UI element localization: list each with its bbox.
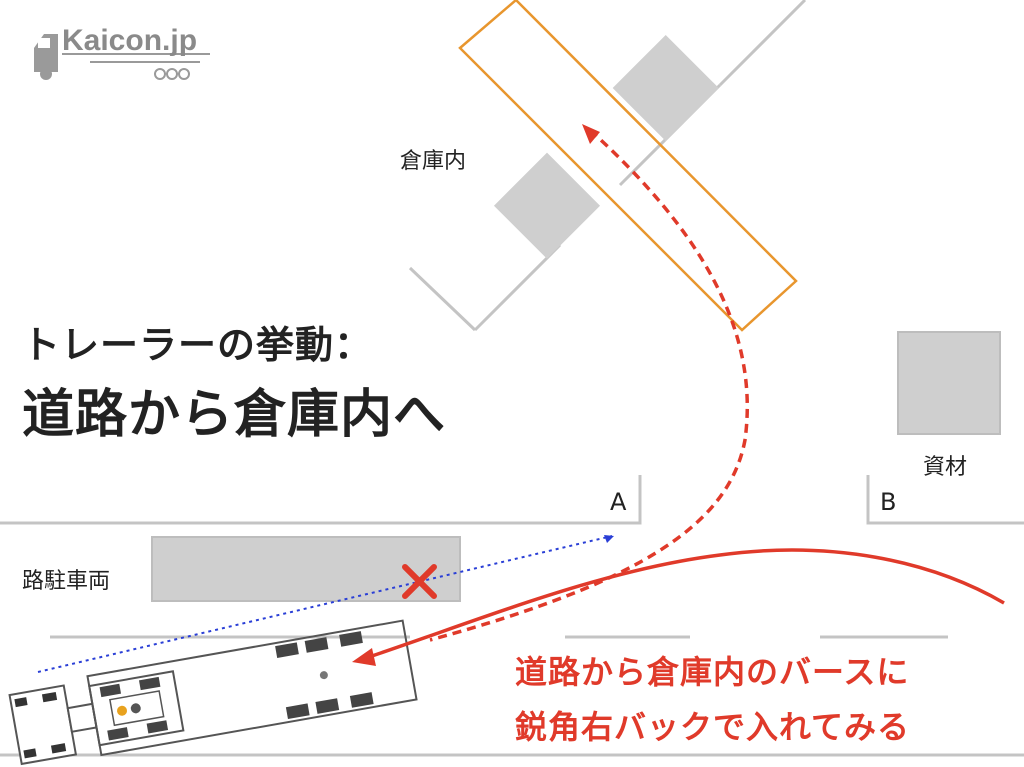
sight-line-arrowhead — [604, 535, 614, 543]
logo: Kaicon.jp — [62, 24, 198, 57]
road-edges — [0, 475, 1024, 757]
heading-line1: トレーラーの挙動： — [22, 323, 374, 367]
reverse-path — [429, 128, 750, 642]
caption-pointer-arrowhead — [352, 648, 376, 666]
parked-vehicle-label: 路駐車両 — [22, 569, 111, 594]
caption-pointer-line — [359, 548, 1005, 662]
reverse-path-arrowhead — [582, 124, 600, 144]
material-block — [897, 331, 1001, 435]
collision-x-icon — [402, 564, 437, 599]
heading-line2: 道路から倉庫内へ — [22, 385, 447, 445]
truck-trailer — [86, 619, 418, 757]
caption-line1: 道路から倉庫内のバースに — [515, 653, 910, 691]
sight-line-to-a — [37, 535, 613, 673]
logo-truck-icon — [34, 34, 210, 80]
trailer-truck — [8, 619, 418, 766]
material-label: 資材 — [923, 455, 968, 480]
berth-outline — [458, 0, 798, 332]
warehouse-label: 倉庫内 — [400, 149, 467, 174]
point-b-label: B — [880, 488, 897, 516]
point-a-label: A — [610, 488, 627, 516]
caption-line2: 鋭角右バックで入れてみる — [515, 708, 911, 746]
warehouse-walls — [408, 0, 807, 332]
warehouse-pillar-right — [612, 34, 719, 142]
warehouse-pillar-left — [493, 152, 601, 259]
